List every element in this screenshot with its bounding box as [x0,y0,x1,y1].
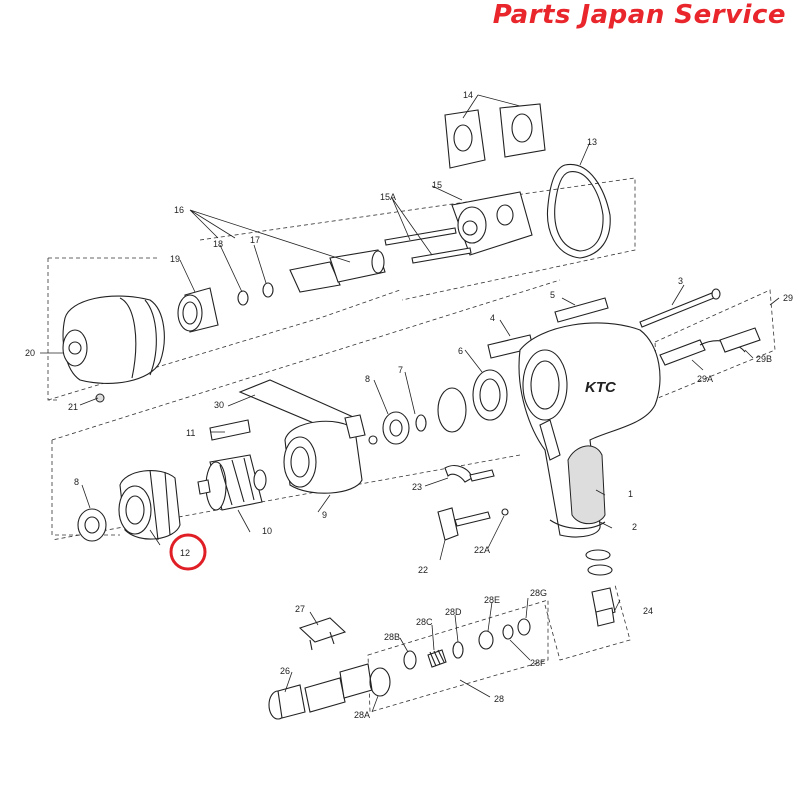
part-10-rotor [197,454,267,511]
part-28-valve-set [369,618,531,697]
part-8-bearing-front [77,508,107,542]
part-9-cylinder [283,414,378,494]
label-7: 7 [398,365,403,375]
part-22a-ring [501,508,509,516]
label-2: 2 [632,522,637,532]
part-28g-ring [517,618,531,636]
part-28f-oring [502,624,514,640]
assembly-boundary-valve [367,599,549,713]
part-13-gasket [546,163,611,259]
part-15-hammer-frame [451,191,533,256]
label-1: 1 [628,489,633,499]
label-28c: 28C [416,617,433,627]
label-27: 27 [295,604,305,614]
label-12: 12 [180,548,190,558]
leader-lines [40,94,780,713]
label-4: 4 [490,313,495,323]
label-19: 19 [170,254,180,264]
label-3: 3 [678,276,683,286]
part-28e-seat [478,630,494,650]
part-29-hanger [659,327,761,366]
assembly-boundary-anvil [199,177,636,301]
part-5-nameplate [554,297,609,323]
part-14-hammer-pair [444,103,546,169]
part-16-anvil [289,249,386,293]
assembly-boundary-inlet [544,584,631,661]
part-20-front-case [62,295,165,384]
watermark-logo: Parts Japan Service [492,0,786,30]
part-1-housing [518,322,661,538]
label-28: 28 [494,694,504,704]
label-28b: 28B [384,632,400,642]
part-23-spring-clip [444,465,495,483]
label-28d: 28D [445,607,462,617]
brand-mark: KTC [585,379,617,396]
label-29a: 29A [697,374,713,384]
part-18-retainer-ring [237,290,249,306]
label-21: 21 [68,402,78,412]
label-16: 16 [174,205,184,215]
label-8-front: 8 [74,477,79,487]
part-26-throttle [268,663,373,720]
part-28b-oring [403,650,417,670]
label-17: 17 [250,235,260,245]
label-28e: 28E [484,595,500,605]
label-28f: 28F [530,658,546,668]
part-labels: 1 2 3 4 5 6 7 8 8 9 10 11 12 13 14 15 15… [25,90,793,720]
assembly-boundary-hanger [654,289,776,399]
label-30: 30 [214,400,224,410]
label-29: 29 [783,293,793,303]
part-12-end-plate [118,469,181,541]
label-13: 13 [587,137,597,147]
label-22a: 22A [474,545,490,555]
label-15a: 15A [380,192,396,202]
label-18: 18 [213,239,223,249]
part-11-vane [209,419,251,441]
part-27-clamp [298,617,347,651]
part-28a-oring [369,667,391,697]
label-10: 10 [262,526,272,536]
label-6: 6 [458,346,463,356]
label-26: 26 [280,666,290,676]
part-3-bolt [639,288,721,328]
part-17-o-ring [262,282,274,298]
label-28a: 28A [354,710,370,720]
label-29b: 29B [756,354,772,364]
part-24-air-inlet [585,549,616,627]
label-22: 22 [418,565,428,575]
label-20: 20 [25,348,35,358]
part-8-bearing-rear [382,411,410,445]
label-5: 5 [550,290,555,300]
label-24: 24 [643,606,653,616]
part-21-screw [95,393,105,403]
label-14: 14 [463,90,473,100]
label-9: 9 [322,510,327,520]
part-22-reverse-valve [437,507,509,541]
part-28d-valve [452,641,464,659]
label-15: 15 [432,180,442,190]
part-7-snap-ring [415,414,427,432]
label-23: 23 [412,482,422,492]
label-28g: 28G [530,588,547,598]
highlight-circle-part-12 [169,533,207,571]
part-15a-pins [384,227,472,264]
part-6-cylinder-ring [437,369,508,433]
label-8-rear: 8 [365,374,370,384]
part-19-bushing [177,287,219,333]
label-11: 11 [186,428,195,438]
